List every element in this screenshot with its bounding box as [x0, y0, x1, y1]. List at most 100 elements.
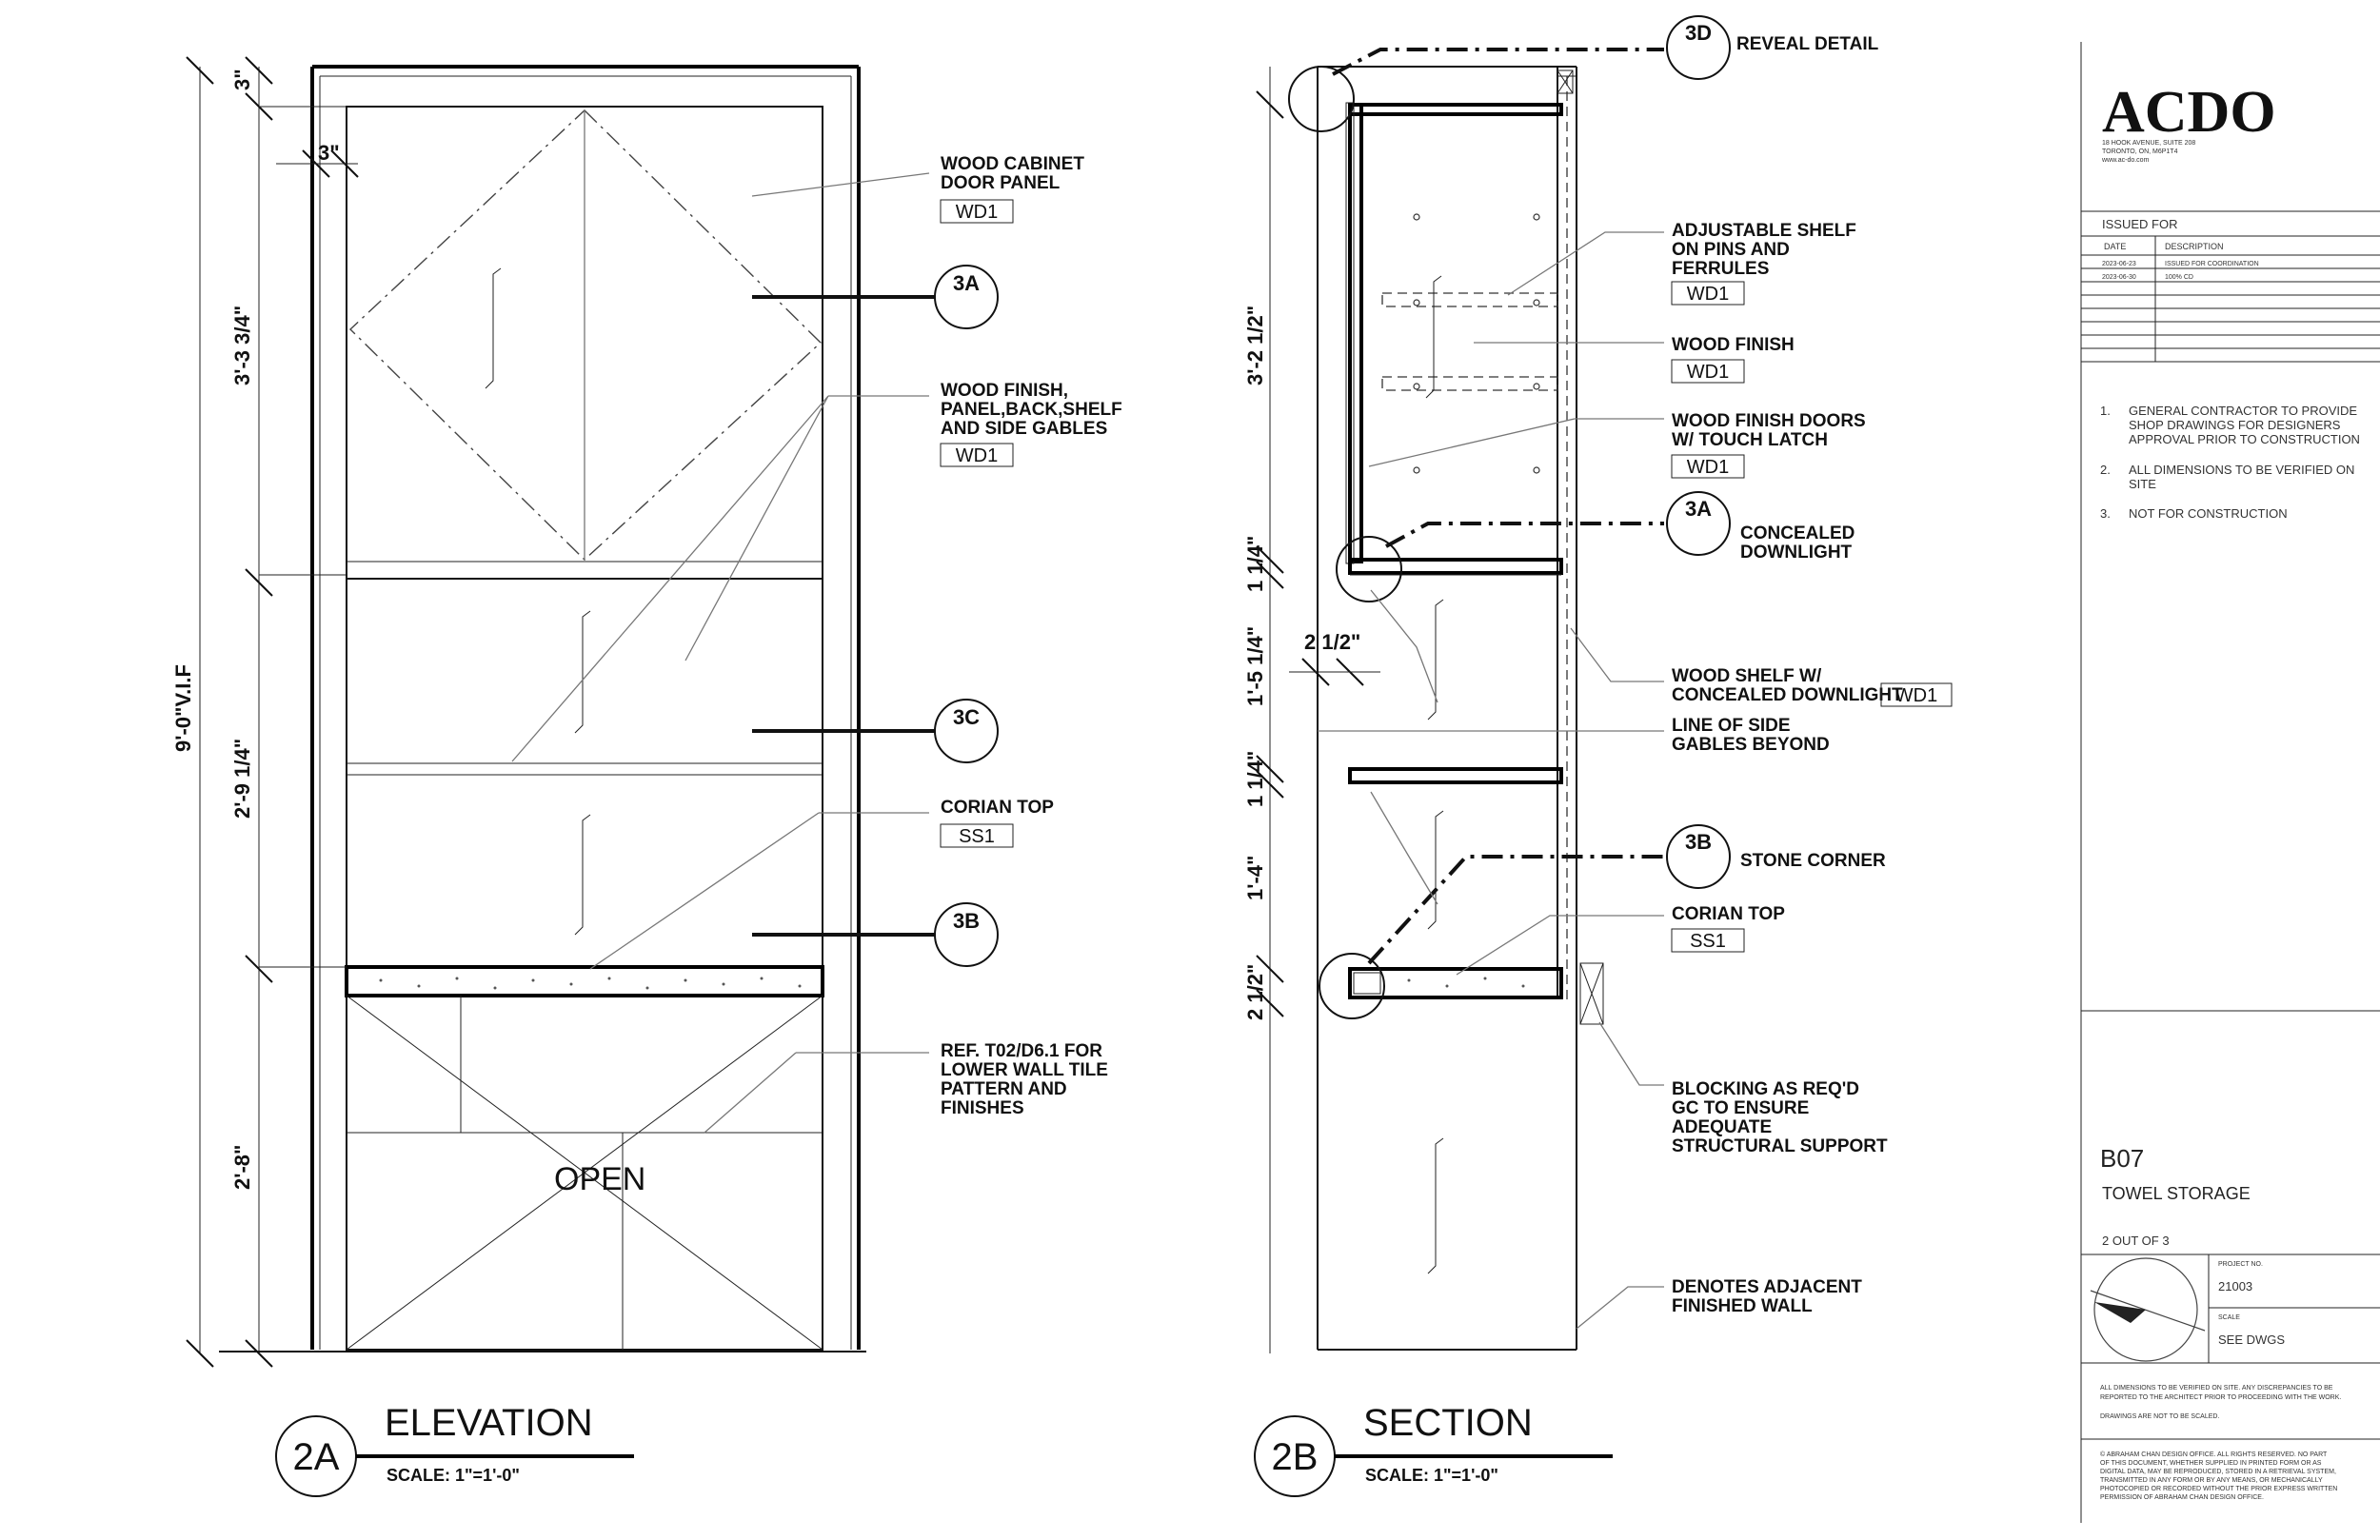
issued-for-label: ISSUED FOR [2102, 217, 2177, 231]
disclaimer-line-2: REPORTED TO THE ARCHITECT PRIOR TO PROCE… [2100, 1394, 2341, 1401]
sect-note-3-tag: WD1 [1687, 362, 1729, 383]
copyright-line-1: © ABRAHAM CHAN DESIGN OFFICE. ALL RIGHTS… [2100, 1451, 2328, 1458]
elev-dim-upper: 3'-3 3/4" [230, 306, 254, 385]
elev-note-1-tag: WD1 [956, 202, 998, 223]
elevation-tag: 2A [293, 1436, 340, 1478]
corian-hatch [379, 977, 802, 990]
copyright-line-4: TRANSMITTED IN ANY FORM OR BY ANY MEANS,… [2100, 1477, 2323, 1484]
open-label: OPEN [554, 1161, 645, 1197]
sheet-count: 2 OUT OF 3 [2102, 1234, 2170, 1248]
sect-note-reveal: REVEAL DETAIL [1736, 34, 1879, 54]
sect-bubble-3a: 3A [1685, 497, 1712, 521]
sheet-code: B07 [2100, 1144, 2144, 1173]
elev-note-4-line-3: PATTERN AND [941, 1079, 1067, 1099]
note-1-line-2: SHOP DRAWINGS FOR DESIGNERS [2129, 418, 2341, 432]
elevation-title: ELEVATION [385, 1402, 593, 1444]
sect-note-4-line-1: WOOD FINISH DOORS [1672, 411, 1866, 431]
title-block: ACDO 18 HOOK AVENUE, SUITE 208 TORONTO, … [2080, 42, 2380, 1523]
elev-dim-top: 3" [230, 69, 254, 90]
elev-note-2-tag: WD1 [956, 445, 998, 466]
sect-dim-middle: 1'-5 1/4" [1243, 626, 1267, 706]
elev-dim-overall: 9'-0"V.I.F [171, 664, 195, 752]
sect-note-10-line-3: ADEQUATE [1672, 1117, 1772, 1137]
sect-bubble-3b: 3B [1685, 830, 1712, 854]
note-2-num: 2. [2100, 463, 2111, 477]
sect-note-2-tag: WD1 [1687, 284, 1729, 305]
note-2-line-2: SITE [2129, 477, 2156, 491]
sheet-name: TOWEL STORAGE [2102, 1184, 2251, 1203]
sect-note-5-line-2: DOWNLIGHT [1740, 543, 1853, 563]
sect-note-4-tag: WD1 [1687, 457, 1729, 478]
issue-header-date: DATE [2104, 242, 2126, 251]
sect-note-3-line-1: WOOD FINISH [1672, 335, 1795, 355]
shelf-pin-holes [1413, 213, 1540, 474]
section-title: SECTION [1363, 1402, 1533, 1444]
north-arrow-icon [2090, 1257, 2206, 1362]
project-no: 21003 [2218, 1279, 2252, 1293]
issue-1-date: 2023-06-23 [2102, 261, 2136, 267]
sect-dim-upper: 3'-2 1/2" [1243, 306, 1267, 385]
sect-note-7-line-1: LINE OF SIDE [1672, 716, 1791, 736]
sect-note-10-line-2: GC TO ENSURE [1672, 1098, 1809, 1118]
bubble-3c: 3C [953, 705, 980, 729]
firm-logo: ACDO [2102, 80, 2276, 145]
disclaimer-line-3: DRAWINGS ARE NOT TO BE SCALED. [2100, 1413, 2219, 1420]
firm-address-1: 18 HOOK AVENUE, SUITE 208 [2102, 140, 2195, 147]
elev-note-4-line-2: LOWER WALL TILE [941, 1060, 1108, 1080]
sect-note-11-line-1: DENOTES ADJACENT [1672, 1277, 1862, 1297]
firm-website: www.ac-do.com [2101, 157, 2150, 164]
elev-note-1-line-1: WOOD CABINET [941, 154, 1084, 174]
section-scale: SCALE: 1"=1'-0" [1365, 1466, 1498, 1485]
note-2-line-1: ALL DIMENSIONS TO BE VERIFIED ON [2129, 463, 2354, 477]
sect-note-6-tag: WD1 [1895, 685, 1937, 706]
sect-note-8-line-1: STONE CORNER [1740, 851, 1886, 871]
bubble-3a: 3A [953, 271, 980, 295]
elev-dim-reveal: 3" [318, 141, 340, 165]
copyright-line-5: PHOTOCOPIED OR RECORDED WITHOUT THE PRIO… [2100, 1486, 2337, 1492]
elevation-scale: SCALE: 1"=1'-0" [387, 1466, 520, 1485]
sect-bubble-3d: 3D [1685, 21, 1712, 45]
sect-note-6-line-1: WOOD SHELF W/ [1672, 666, 1822, 686]
sect-dim-shelf1: 1 1/4" [1243, 536, 1267, 592]
copyright-line-6: PERMISSION OF ABRAHAM CHAN DESIGN OFFICE… [2100, 1494, 2264, 1501]
note-1-num: 1. [2100, 404, 2111, 418]
sect-note-9-tag: SS1 [1690, 931, 1726, 952]
elev-note-3-tag: SS1 [959, 826, 995, 847]
sect-note-2-line-3: FERRULES [1672, 259, 1769, 279]
bubble-3b: 3B [953, 909, 980, 933]
sect-note-5-line-1: CONCEALED [1740, 523, 1854, 543]
project-no-label: PROJECT NO. [2218, 1261, 2263, 1268]
note-3-line-1: NOT FOR CONSTRUCTION [2129, 506, 2288, 521]
firm-address-2: TORONTO, ON, M6P1T4 [2102, 148, 2178, 155]
sect-dim-top: 2 1/2" [1243, 964, 1267, 1020]
sect-note-10-line-1: BLOCKING AS REQ'D [1672, 1079, 1859, 1099]
sect-note-4-line-2: W/ TOUCH LATCH [1672, 430, 1828, 450]
elev-dim-middle: 2'-9 1/4" [230, 739, 254, 819]
issue-1-desc: ISSUED FOR COORDINATION [2165, 261, 2259, 267]
elevation-drawing: OPEN 3" 3'-3 3/4" 2'-9 1/4" 2'-8" 9'-0"V… [171, 56, 1122, 1497]
sect-note-11-line-2: FINISHED WALL [1672, 1296, 1813, 1316]
sect-note-2-line-1: ADJUSTABLE SHELF [1672, 221, 1856, 241]
note-1-line-3: APPROVAL PRIOR TO CONSTRUCTION [2129, 432, 2360, 446]
note-3-num: 3. [2100, 506, 2111, 521]
issue-table-grid [2081, 236, 2380, 363]
issue-2-date: 2023-06-30 [2102, 274, 2136, 281]
elev-note-4-line-4: FINISHES [941, 1098, 1024, 1118]
section-drawing: 3'-2 1/2" 1 1/4" 1'-5 1/4" 2 1/2" 1 1/4"… [1243, 15, 1953, 1497]
elev-note-1-line-2: DOOR PANEL [941, 173, 1061, 193]
sect-note-6-line-2: CONCEALED DOWNLIGHT [1672, 685, 1903, 705]
elev-note-2-line-1: WOOD FINISH, [941, 381, 1068, 401]
sect-dim-shelf2: 1 1/4" [1243, 751, 1267, 807]
sect-note-10-line-4: STRUCTURAL SUPPORT [1672, 1136, 1888, 1156]
disclaimer-line-1: ALL DIMENSIONS TO BE VERIFIED ON SITE. A… [2100, 1385, 2333, 1392]
sect-note-9-line-1: CORIAN TOP [1672, 904, 1785, 924]
scale-value: SEE DWGS [2218, 1333, 2285, 1347]
sect-note-2-line-2: ON PINS AND [1672, 240, 1790, 260]
elev-note-4-line-1: REF. T02/D6.1 FOR [941, 1041, 1102, 1061]
copyright-line-3: DIGITAL DATA, MAY BE REPRODUCED, STORED … [2100, 1469, 2336, 1475]
elev-note-2-line-2: PANEL,BACK,SHELF [941, 400, 1122, 420]
copyright-line-2: OF THIS DOCUMENT, WHETHER SUPPLIED IN PR… [2100, 1460, 2322, 1467]
scale-label: SCALE [2218, 1314, 2240, 1321]
sect-dim-lower: 1'-4" [1243, 856, 1267, 900]
